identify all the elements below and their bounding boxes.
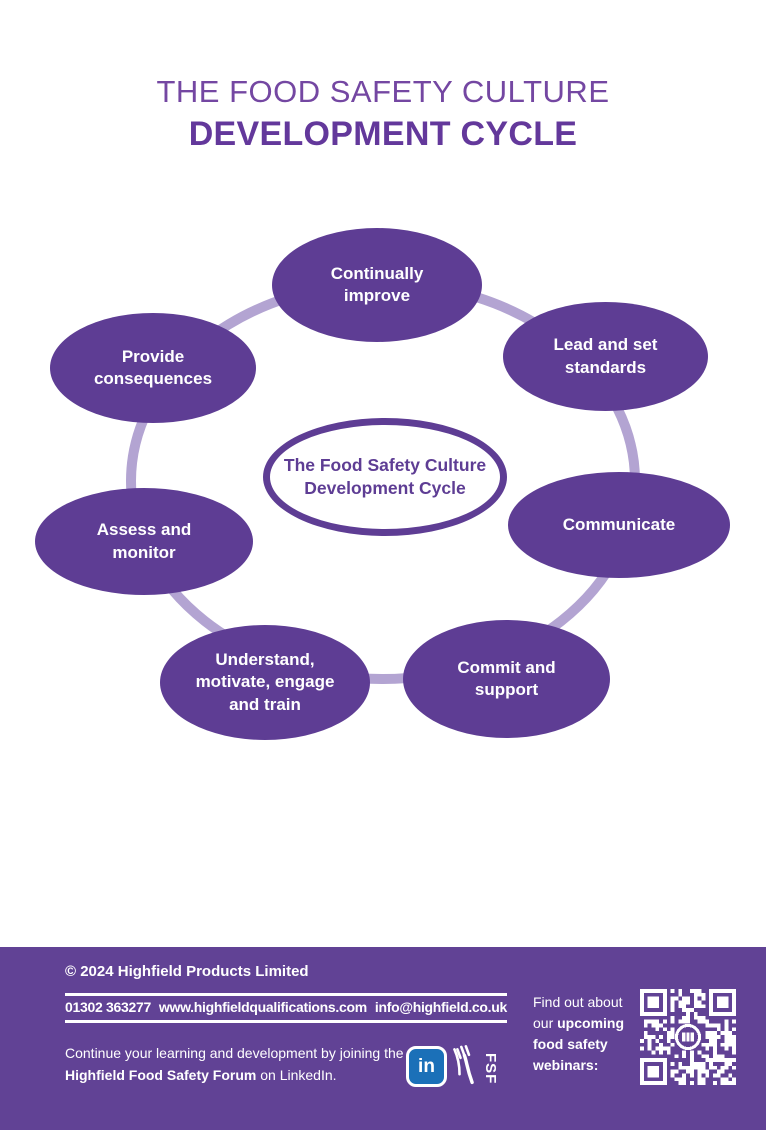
cycle-diagram: Continually improve Lead and set standar… bbox=[35, 228, 730, 740]
page-title: THE FOOD SAFETY CULTURE DEVELOPMENT CYCL… bbox=[0, 74, 766, 154]
fork-handle bbox=[462, 1053, 474, 1085]
cycle-node-assess-and-monitor: Assess and monitor bbox=[35, 488, 253, 595]
fork-tine bbox=[456, 1048, 462, 1060]
fork-tine bbox=[464, 1045, 471, 1057]
linkedin-icon[interactable]: in bbox=[406, 1046, 447, 1087]
fsf-label: FSF bbox=[482, 1053, 497, 1084]
cycle-node-understand-motivate-engage-train: Understand, motivate, engage and train bbox=[160, 625, 370, 740]
divider-line bbox=[65, 1020, 507, 1023]
contact-row: 01302 363277 www.highfieldqualifications… bbox=[65, 999, 507, 1015]
website-link[interactable]: www.highfieldqualifications.com bbox=[158, 999, 367, 1015]
cycle-node-commit-and-support: Commit and support bbox=[403, 620, 610, 738]
forum-name: Highfield Food Safety Forum bbox=[65, 1066, 257, 1083]
webinars-text: Find out about our upcoming food safety … bbox=[533, 992, 637, 1076]
cycle-node-label: Commit and support bbox=[457, 657, 556, 699]
linkedin-icon-label: in bbox=[418, 1056, 435, 1077]
fsf-fork-icon: FSF bbox=[453, 1045, 497, 1085]
webinars-text-pre: Find out about our bbox=[533, 994, 623, 1031]
cycle-node-continually-improve: Continually improve bbox=[272, 228, 482, 342]
cycle-center-ellipse: The Food Safety Culture Development Cycl… bbox=[263, 418, 507, 536]
cycle-center-label: The Food Safety Culture Development Cycl… bbox=[283, 455, 487, 498]
copyright-text: © 2024 Highfield Products Limited bbox=[65, 963, 309, 980]
forum-text-post: on LinkedIn. bbox=[256, 1066, 337, 1083]
cycle-node-label: Communicate bbox=[562, 514, 676, 534]
phone-number: 01302 363277 bbox=[65, 999, 151, 1015]
title-line-2: DEVELOPMENT CYCLE bbox=[188, 115, 578, 153]
webinars-text-bold: upcoming food safety webinars: bbox=[533, 1015, 625, 1073]
forum-text-pre: Continue your learning and development b… bbox=[65, 1045, 404, 1061]
email-link[interactable]: info@highfield.co.uk bbox=[374, 999, 507, 1015]
cycle-node-provide-consequences: Provide consequences bbox=[50, 313, 256, 423]
cycle-node-label: Continually improve bbox=[330, 263, 424, 305]
cycle-node-label: Lead and set standards bbox=[553, 335, 658, 377]
fork-swoosh bbox=[453, 1048, 461, 1076]
cycle-node-label: Assess and monitor bbox=[96, 520, 192, 562]
divider-line bbox=[65, 993, 507, 996]
title-line-1: THE FOOD SAFETY CULTURE bbox=[156, 74, 610, 109]
cycle-node-communicate: Communicate bbox=[508, 472, 730, 578]
cycle-node-label: Understand, motivate, engage and train bbox=[195, 649, 335, 714]
cycle-node-label: Provide consequences bbox=[93, 346, 213, 388]
qr-code[interactable] bbox=[640, 989, 736, 1085]
forum-invitation-text: Continue your learning and development b… bbox=[65, 1043, 410, 1086]
footer: © 2024 Highfield Products Limited 01302 … bbox=[0, 947, 766, 1130]
cycle-node-lead-and-set-standards: Lead and set standards bbox=[503, 302, 708, 411]
